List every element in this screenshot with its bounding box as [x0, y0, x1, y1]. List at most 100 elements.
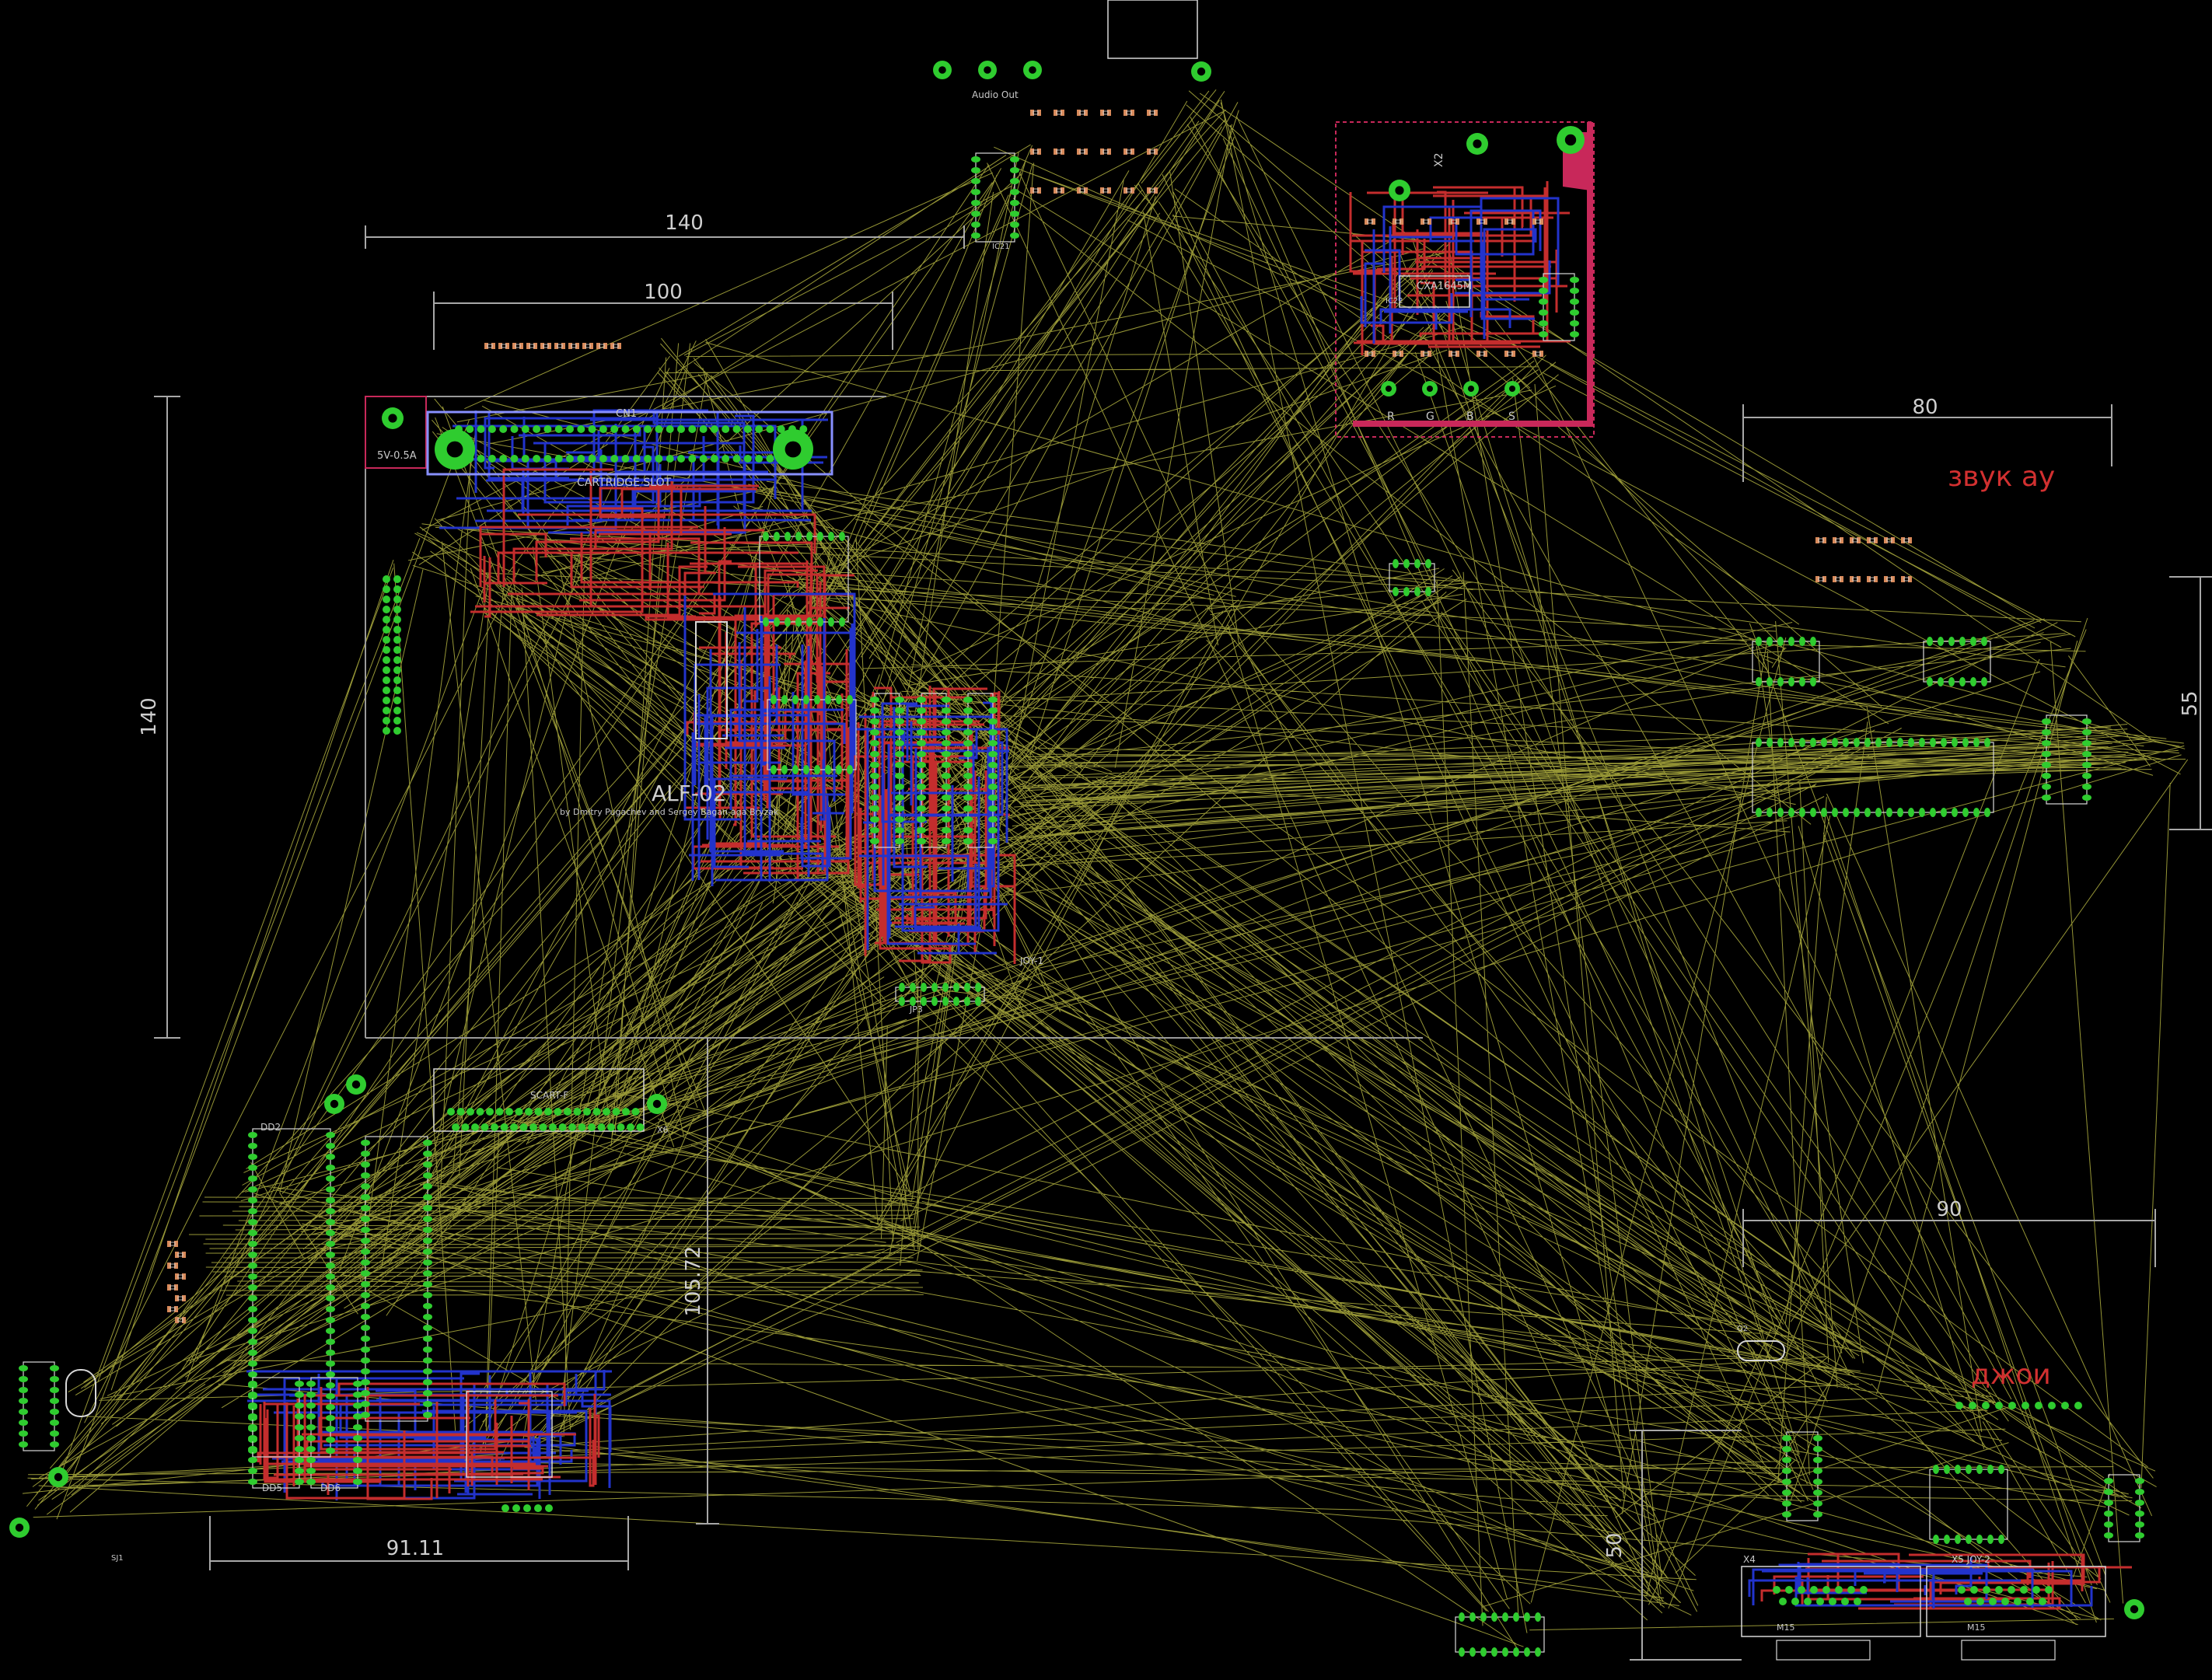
- top-resistor: [610, 343, 621, 349]
- top-resistor: [596, 343, 607, 349]
- ic-cxa-label: CXA1645M: [1417, 281, 1472, 292]
- rgbs-terminal: [1422, 381, 1438, 396]
- left-resistor: [175, 1295, 186, 1301]
- audio-passive: [1100, 187, 1111, 194]
- m15a-label: M15: [1777, 1622, 1795, 1633]
- dim-91-11: 91.11: [386, 1537, 444, 1560]
- joy-pad-row: [1955, 1402, 2082, 1409]
- top-resistor: [526, 343, 537, 349]
- db15-pins-bottom: [1779, 1598, 1861, 1605]
- left-resistor: [175, 1273, 186, 1280]
- rgbs-terminal: [1463, 381, 1479, 396]
- audio-out-label: Audio Out: [972, 89, 1019, 100]
- dim-140-horizontal: 140: [665, 211, 704, 235]
- left-header-row: [383, 727, 401, 735]
- left-resistor: [167, 1284, 178, 1291]
- dimension-lines: [154, 225, 2212, 1661]
- ic-sound-large: [1752, 738, 1994, 817]
- top-resistor: [498, 343, 509, 349]
- left-header-row: [383, 717, 401, 725]
- ic-sound-small: [1389, 559, 1435, 596]
- video-jack-2: [1466, 133, 1488, 155]
- top-resistor: [568, 343, 579, 349]
- audio-passive: [1054, 110, 1064, 116]
- video-passive: [1476, 218, 1487, 225]
- rgbs-terminal: [1381, 381, 1396, 396]
- dim-90: 90: [1936, 1198, 1962, 1221]
- ic-logic-1: [870, 693, 904, 848]
- top-resistor: [512, 343, 523, 349]
- audio-jack-hole: [1023, 61, 1042, 79]
- ram-ic: [361, 1136, 432, 1422]
- audio-passive: [1077, 148, 1088, 155]
- left-header-row: [383, 656, 401, 664]
- q2-crystal: [1737, 1340, 1785, 1361]
- rgbs-g-label: G: [1426, 410, 1434, 423]
- x6-label: X6: [657, 1125, 669, 1135]
- ic22-label: IC22: [1386, 297, 1403, 306]
- left-header-row: [383, 616, 401, 623]
- sound-resistor: [1850, 537, 1861, 543]
- dim-55: 55: [2179, 690, 2202, 716]
- dim-140-vertical: 140: [138, 697, 161, 736]
- video-passive: [1448, 218, 1459, 225]
- cartridge-pins-top: [455, 425, 808, 433]
- sound-resistor: [1867, 576, 1878, 582]
- left-header-row: [383, 676, 401, 684]
- board-labels: ALF-02 by Dmitry Pugachev and Sergey Bag…: [111, 89, 2055, 1633]
- scart-label: SCART-F: [530, 1090, 568, 1101]
- ic-logic-3: [963, 693, 998, 848]
- audio-passive: [1123, 148, 1134, 155]
- left-header-row: [383, 686, 401, 694]
- video-passive: [1421, 218, 1431, 225]
- joy-mount-hole: [2124, 1599, 2144, 1619]
- left-header-row: [383, 575, 401, 583]
- video-passive: [1421, 351, 1431, 357]
- dd6-label: DD6: [320, 1483, 341, 1493]
- video-passive: [1365, 218, 1375, 225]
- ic-center-upper: [759, 532, 849, 627]
- joy-bottom-traces: [1748, 1557, 2093, 1608]
- audio-passive: [1100, 148, 1111, 155]
- scart-outline: [433, 1068, 645, 1132]
- dd2-label: DD2: [260, 1122, 281, 1133]
- rgbs-b-label: B: [1466, 410, 1474, 423]
- dim-105-72: 105.72: [682, 1246, 705, 1317]
- crystal-outline: [695, 621, 728, 739]
- joy2-label: X5 JOY-2: [1952, 1554, 1990, 1565]
- left-resistor: [175, 1252, 186, 1258]
- ic-center-mid: [767, 695, 857, 774]
- audio-passive: [1030, 148, 1041, 155]
- cartridge-mount-hole-right: [773, 429, 813, 470]
- video-passive: [1476, 351, 1487, 357]
- dd6-ic: [306, 1377, 362, 1489]
- joy1-label: JOY-1: [1019, 955, 1043, 966]
- left-header-row: [383, 697, 401, 704]
- cartridge-mount-hole-left: [435, 429, 475, 470]
- sound-resistor: [1867, 537, 1878, 543]
- video-passive: [1504, 218, 1515, 225]
- cpu-top-traces: [257, 1382, 600, 1500]
- center-top-traces: [683, 560, 856, 882]
- audio-passive: [1054, 187, 1064, 194]
- q2-label: Q2: [1737, 1325, 1748, 1333]
- sound-resistor: [1901, 576, 1912, 582]
- jp3-label: JP3: [909, 1004, 923, 1015]
- video-passive: [1448, 351, 1459, 357]
- joy-ic-horizontal: [1929, 1465, 2008, 1544]
- audio-passive: [1123, 187, 1134, 194]
- airwire-bundle: [22, 89, 2189, 1651]
- dd5-ic: [248, 1377, 304, 1489]
- cn1-label: CN1: [616, 408, 637, 420]
- crystal-left: [65, 1369, 96, 1417]
- left-resistor: [167, 1306, 178, 1312]
- sound-resistor: [1901, 537, 1912, 543]
- left-resistor: [167, 1241, 178, 1247]
- sound-resistor: [1884, 576, 1895, 582]
- left-resistor: [167, 1263, 178, 1269]
- audio-passive: [1077, 187, 1088, 194]
- cxa-chip-outline: [1399, 275, 1470, 308]
- ic-sound-left: [1752, 637, 1820, 686]
- audio-connector-outline: [1107, 0, 1198, 59]
